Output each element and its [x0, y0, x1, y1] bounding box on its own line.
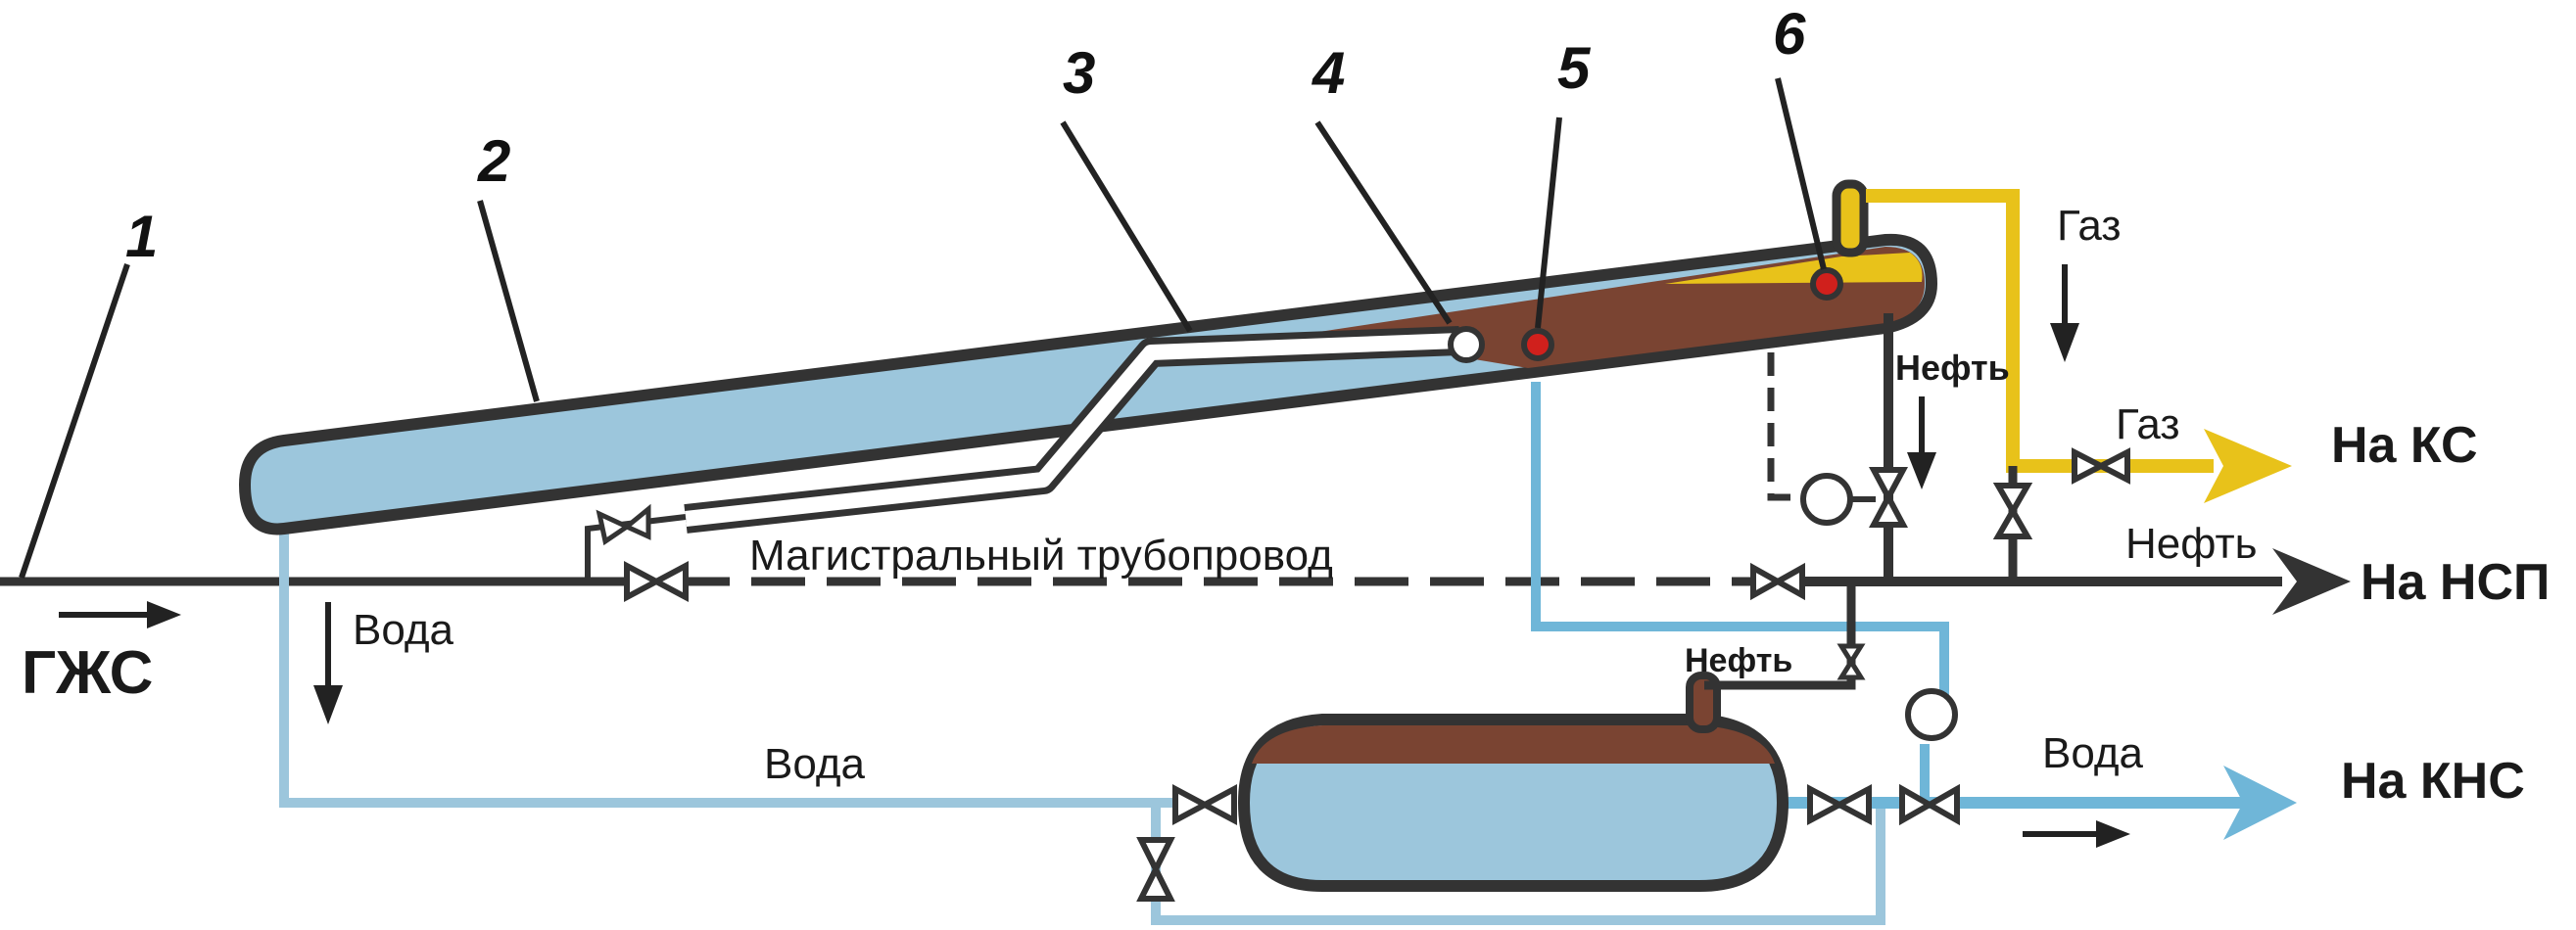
level-sensor-5	[1521, 328, 1554, 361]
lower-oil-valve[interactable]	[1837, 643, 1866, 680]
water-line-bottom	[279, 519, 1185, 808]
gas-line	[1866, 189, 2116, 473]
callout-number-5: 5	[1557, 35, 1592, 101]
kns-arrow	[2223, 766, 2297, 840]
to-ks-label: На КС	[2331, 417, 2478, 474]
leader-6	[1775, 77, 1827, 270]
gzhs-arrow-head	[147, 601, 181, 628]
leader-3	[1060, 120, 1193, 333]
main-pipeline-label: Магистральный трубопровод	[749, 532, 1333, 580]
leader-1	[19, 263, 130, 579]
water-line-from-separator	[1531, 382, 1949, 705]
water-right-label: Вода	[2042, 729, 2144, 777]
water-bottom-label: Вода	[764, 740, 866, 788]
internal-pipe-inner	[685, 333, 1460, 527]
callout-number-1: 1	[125, 204, 158, 269]
callout-number-2: 2	[477, 128, 510, 194]
oil-valve-vertical[interactable]	[1868, 467, 1909, 528]
gas-top-label: Газ	[2057, 202, 2122, 250]
callout-number-4: 4	[1312, 40, 1345, 106]
gas-right-label: Газ	[2116, 400, 2180, 448]
leader-2	[477, 200, 540, 402]
level-sensor-6	[1810, 267, 1843, 301]
leader-5	[1535, 116, 1562, 329]
water-left-label: Вода	[353, 606, 454, 654]
main-line-valve-left[interactable]	[624, 561, 689, 602]
callout-number-3: 3	[1063, 40, 1095, 106]
lower-oil-line	[1704, 581, 1856, 690]
oil-right-label: Нефть	[2125, 520, 2258, 568]
inlet-branch	[585, 514, 687, 578]
oil-down-arrow-head	[1907, 452, 1936, 489]
interface-sensor-4	[1448, 326, 1485, 363]
water-valve-3[interactable]	[1899, 783, 1960, 826]
inlet-valve[interactable]	[596, 503, 651, 546]
water-down-arrow-head	[313, 685, 343, 724]
oil-lower-label: Нефть	[1685, 642, 1792, 679]
water-right-arrow-head	[2096, 820, 2130, 848]
water-valve-bypass-vertical[interactable]	[1136, 837, 1175, 902]
oil-vertical-label: Нефть	[1895, 348, 2010, 388]
gas-valve-horizontal[interactable]	[2072, 447, 2130, 485]
to-nsp-label: На НСП	[2361, 554, 2550, 611]
main-line-valve-right[interactable]	[1750, 562, 1805, 601]
ks-arrow	[2204, 429, 2292, 503]
nsp-arrow	[2272, 548, 2351, 615]
water-valve-2[interactable]	[1807, 784, 1872, 825]
settling-tank	[1237, 672, 1789, 892]
leader-4	[1314, 120, 1453, 325]
level-control-dashed	[1767, 352, 1807, 501]
level-controller	[1800, 473, 1853, 526]
gzhs-label: ГЖС	[22, 639, 153, 707]
callout-number-6: 6	[1773, 1, 1806, 67]
water-valve-1[interactable]	[1172, 784, 1237, 825]
water-pump	[1905, 688, 1958, 741]
gas-down-arrow-head	[2050, 323, 2079, 362]
inclined-separator	[238, 179, 1938, 535]
gas-valve-vertical[interactable]	[1992, 483, 2033, 539]
to-kns-label: На КНС	[2341, 753, 2525, 810]
